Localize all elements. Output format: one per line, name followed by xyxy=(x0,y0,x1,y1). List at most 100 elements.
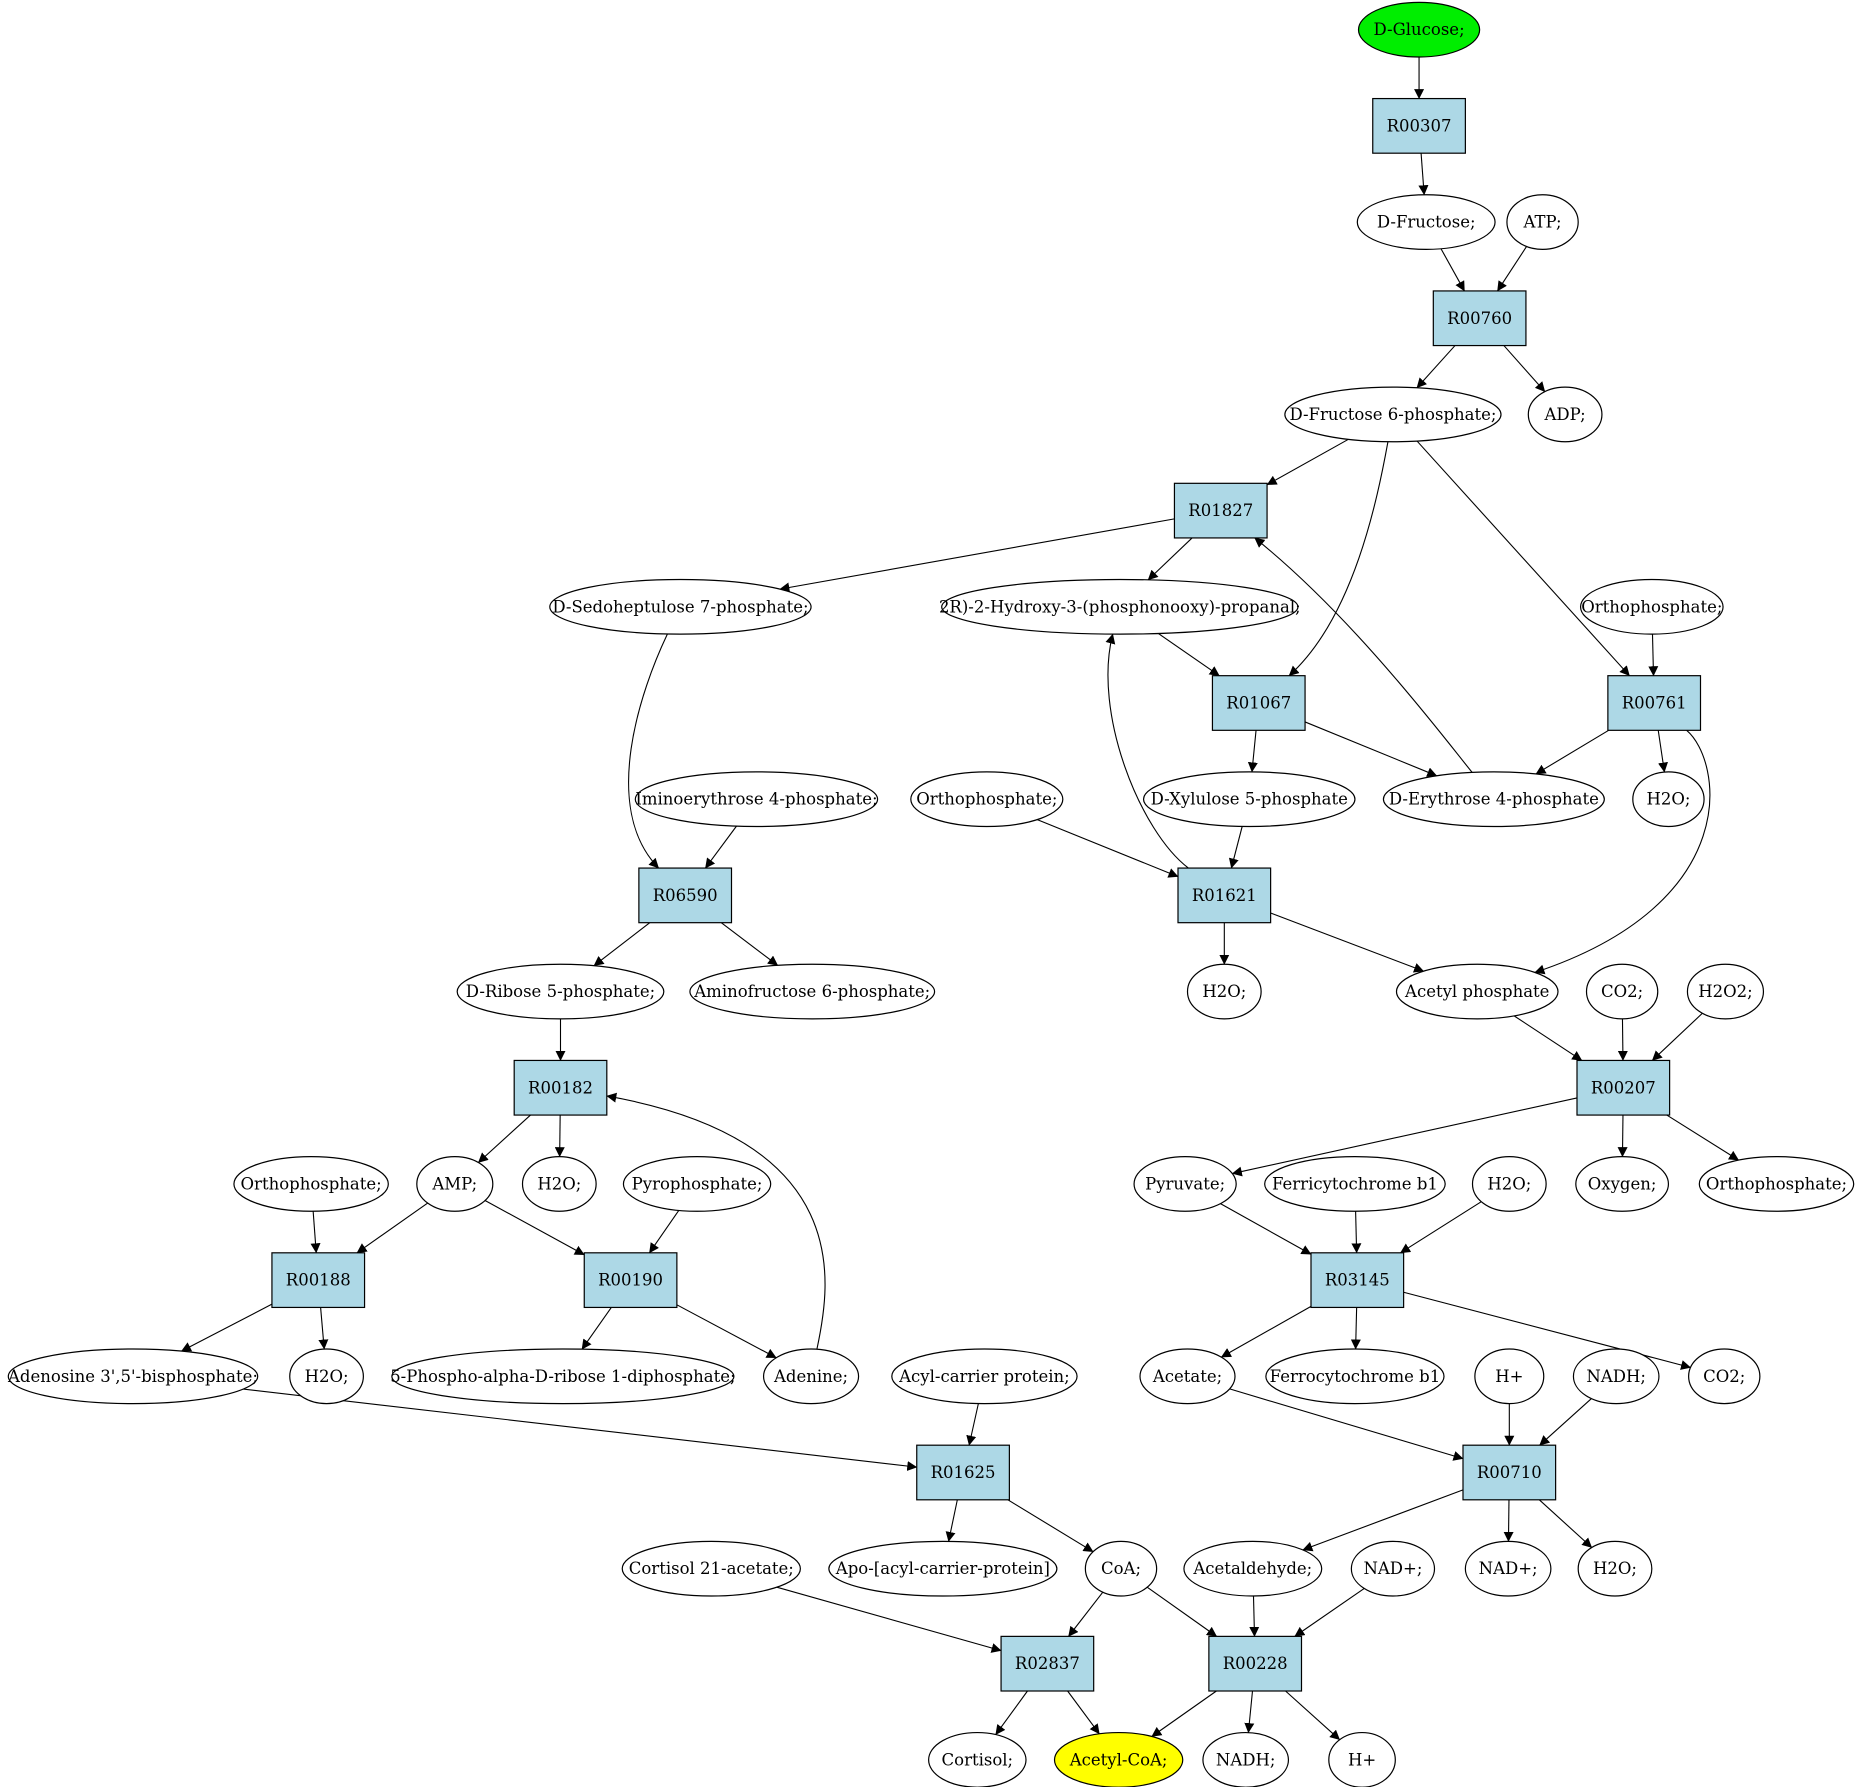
node-label: Orthophosphate; xyxy=(916,790,1057,809)
edge-amp-to-R00188 xyxy=(356,1202,428,1254)
node-label: R01827 xyxy=(1188,501,1253,520)
compound-ellipse xyxy=(1395,963,1559,1020)
reaction-box xyxy=(1173,482,1268,539)
node-label: Adenine; xyxy=(773,1367,848,1386)
edge-ppi-to-R00190 xyxy=(648,1210,680,1254)
node-label: NAD+; xyxy=(1363,1559,1422,1578)
edge-R01625-to-coa xyxy=(1007,1499,1094,1553)
edge-acp-to-R01625 xyxy=(966,1403,979,1446)
compound-node-fructose: D-Fructose; xyxy=(1356,194,1496,250)
compound-node-hplus_a: H+ xyxy=(1474,1348,1545,1405)
edge-R00228-to-acetylcoa xyxy=(1151,1690,1217,1737)
node-label: Pyruvate; xyxy=(1145,1174,1225,1193)
compound-node-h2o_b: H2O; xyxy=(1186,963,1262,1020)
edge-R00710-to-h2o_f xyxy=(1538,1499,1593,1548)
compound-node-h2o_f: H2O; xyxy=(1577,1540,1653,1597)
compound-node-e4p: D-Erythrose 4-phosphate xyxy=(1382,771,1605,828)
edge-f6p-to-R01827 xyxy=(1266,438,1349,486)
compound-node-cortisol: Cortisol; xyxy=(928,1731,1027,1787)
reaction-node-R03145: R03145 xyxy=(1310,1252,1405,1309)
node-label: Acetyl phosphate xyxy=(1404,982,1549,1001)
edge-amp-to-R00190 xyxy=(484,1199,585,1256)
node-label: Oxygen; xyxy=(1588,1174,1657,1193)
reaction-node-R02837: R02837 xyxy=(1000,1635,1095,1692)
edge-f6p-to-R01067 xyxy=(1288,441,1389,677)
edge-R00710-to-nadp_b xyxy=(1503,1499,1514,1542)
reaction-node-R00190: R00190 xyxy=(583,1252,678,1309)
reaction-box xyxy=(1372,97,1466,154)
edge-R06590-to-amf6p xyxy=(720,922,779,966)
edge-coa-to-R00228 xyxy=(1146,1586,1218,1637)
edge-h2o2-to-R00207 xyxy=(1651,1012,1703,1061)
compound-ellipse xyxy=(1506,194,1579,250)
edge-R00307-to-fructose xyxy=(1418,153,1429,196)
edge-acetylp-to-R00207 xyxy=(1513,1015,1583,1061)
node-label: Orthophosphate; xyxy=(1581,597,1722,616)
node-label: NAD+; xyxy=(1479,1559,1538,1578)
node-label: R00188 xyxy=(286,1271,351,1290)
compound-node-x5p: D-Xylulose 5-phosphate xyxy=(1142,771,1356,828)
node-label: H2O2; xyxy=(1698,982,1752,1001)
edge-R00182-to-h2o_c xyxy=(554,1115,565,1158)
compound-node-ferri: Ferricytochrome b1 xyxy=(1264,1156,1446,1212)
node-label: R00190 xyxy=(598,1271,663,1290)
compound-node-nadp_b: NAD+; xyxy=(1464,1540,1552,1597)
reaction-box xyxy=(1208,1635,1303,1692)
compound-ellipse xyxy=(1202,1731,1290,1787)
compound-ellipse xyxy=(549,578,812,635)
compound-ellipse xyxy=(289,1348,364,1405)
edge-R00188-to-pap xyxy=(181,1303,273,1352)
edge-R01621-to-g3p xyxy=(1105,633,1189,869)
reaction-node-R00761: R00761 xyxy=(1607,675,1702,731)
node-label: 5-Phospho-alpha-D-ribose 1-diphosphate; xyxy=(390,1367,735,1386)
compound-node-ortho_a: Orthophosphate; xyxy=(1579,578,1724,635)
reaction-node-R01621: R01621 xyxy=(1177,867,1272,924)
edge-R03145-to-co2_b xyxy=(1403,1291,1692,1370)
edge-atp-to-R00760 xyxy=(1497,246,1528,292)
compound-ellipse xyxy=(828,1540,1058,1597)
node-label: Orthophosphate; xyxy=(1706,1174,1847,1193)
reaction-node-R00188: R00188 xyxy=(271,1252,366,1309)
edge-R01625-to-apoacp xyxy=(945,1499,958,1542)
compound-ellipse xyxy=(1357,1,1481,58)
node-label: H2O; xyxy=(1487,1174,1531,1193)
reaction-box xyxy=(1177,867,1272,924)
edge-h2o_d-to-R03145 xyxy=(1400,1201,1482,1254)
edge-co2_a-to-R00207 xyxy=(1617,1018,1628,1061)
reaction-box xyxy=(583,1252,678,1309)
compound-node-pap: Adenosine 3',5'-bisphosphate; xyxy=(7,1348,259,1405)
edge-R00228-to-nadh_b xyxy=(1244,1690,1255,1734)
compound-node-pyruvate: Pyruvate; xyxy=(1133,1156,1237,1212)
node-label: R01621 xyxy=(1192,886,1257,905)
edge-R00207-to-ortho_d xyxy=(1666,1114,1740,1161)
reaction-node-R01625: R01625 xyxy=(916,1444,1010,1501)
compound-node-hplus_b: H+ xyxy=(1328,1731,1396,1787)
compound-node-atp: ATP; xyxy=(1506,194,1579,250)
node-label: Acetyl-CoA; xyxy=(1069,1750,1168,1769)
edge-pyruvate-to-R03145 xyxy=(1220,1203,1312,1255)
node-label: CO2; xyxy=(1703,1367,1745,1386)
node-label: D-Ribose 5-phosphate; xyxy=(466,982,655,1001)
node-label: R01067 xyxy=(1226,694,1291,713)
edge-f6p-to-R00761 xyxy=(1416,440,1630,677)
compound-ellipse xyxy=(910,771,1064,828)
compound-node-ferro: Ferrocytochrome b1 xyxy=(1265,1348,1445,1405)
compound-node-oxygen: Oxygen; xyxy=(1575,1156,1670,1212)
compound-node-nadh_a: NADH; xyxy=(1572,1348,1660,1405)
compound-ellipse xyxy=(891,1348,1078,1405)
edge-R00228-to-hplus_b xyxy=(1285,1690,1341,1741)
node-label: H2O; xyxy=(1646,790,1690,809)
compound-ellipse xyxy=(1084,1540,1158,1597)
node-label: D-Fructose; xyxy=(1377,213,1476,232)
compound-ellipse xyxy=(416,1156,494,1212)
compound-node-ppi: Pyrophosphate; xyxy=(622,1156,772,1212)
compound-node-f6p: D-Fructose 6-phosphate; xyxy=(1284,386,1502,443)
compound-node-imino: Iminoerythrose 4-phosphate; xyxy=(634,771,879,828)
edge-R00760-to-f6p xyxy=(1416,345,1456,389)
node-label: H2O; xyxy=(537,1174,581,1193)
edge-coa-to-R02837 xyxy=(1068,1591,1104,1637)
edge-R01827-to-s7p xyxy=(779,518,1175,593)
node-label: CO2; xyxy=(1601,982,1643,1001)
compound-ellipse xyxy=(456,963,665,1020)
compound-node-r5p: D-Ribose 5-phosphate; xyxy=(456,963,665,1020)
